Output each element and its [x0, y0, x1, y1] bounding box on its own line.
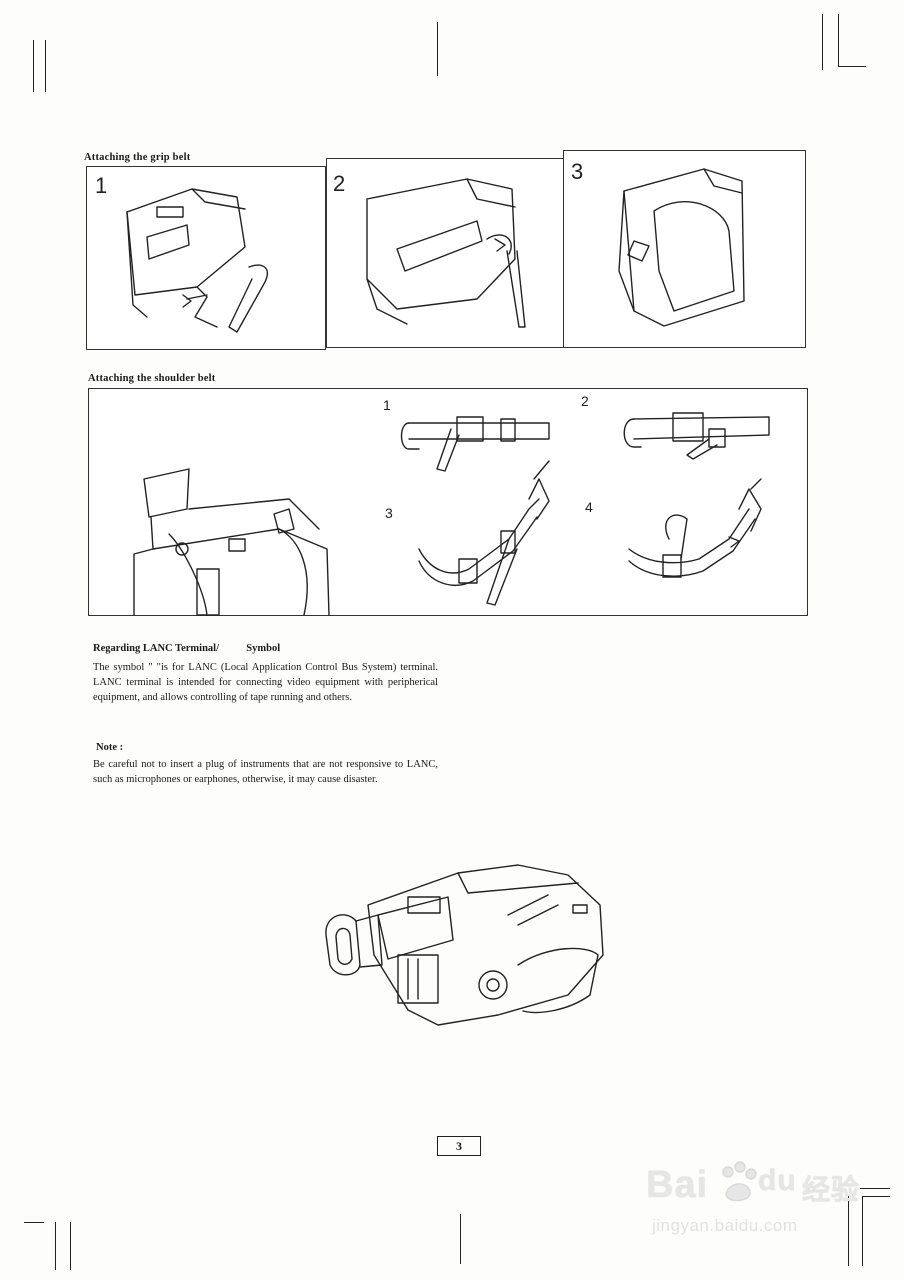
watermark-url: jingyan.baidu.com — [652, 1216, 798, 1235]
shoulder-belt-heading: Attaching the shoulder belt — [88, 373, 216, 384]
crop-mark-bottom-right-h — [860, 1188, 890, 1189]
grip-step-1-illustration — [126, 188, 268, 333]
watermark-brand-right: du — [758, 1164, 797, 1197]
page-number: 3 — [437, 1136, 481, 1156]
crop-mark-bottom-right-v2 — [862, 1196, 863, 1266]
grip-step-2-number: 2 — [333, 171, 346, 196]
crop-mark-bottom-left-h — [24, 1222, 44, 1223]
note-label: Note : — [96, 742, 124, 753]
crop-mark-bottom-right-h2 — [862, 1196, 890, 1197]
shoulder-belt-panel: 1 2 3 4 — [88, 388, 808, 616]
grip-step-3-panel: 3 — [563, 150, 806, 348]
lanc-heading: Regarding LANC Terminal/ Symbol — [93, 643, 280, 654]
grip-step-1-panel: 1 — [86, 166, 326, 350]
paw-icon — [722, 1161, 757, 1202]
watermark-brand-left: Bai — [646, 1164, 709, 1206]
shoulder-step-1-number: 1 — [383, 397, 391, 413]
crop-mark-top-right-v — [822, 14, 823, 70]
lanc-body: The symbol " "is for LANC (Local Applica… — [93, 662, 438, 703]
shoulder-step-2-illustration — [623, 412, 770, 460]
grip-step-3-illustration — [618, 168, 745, 327]
grip-step-2-panel: 2 — [326, 158, 564, 348]
crop-mark-top-left-a — [33, 40, 34, 92]
crop-mark-bottom-right-v — [848, 1196, 849, 1266]
grip-step-1-number: 1 — [95, 173, 108, 198]
lanc-heading-text: Regarding LANC Terminal/ — [93, 643, 220, 654]
grip-belt-heading: Attaching the grip belt — [84, 152, 191, 163]
shoulder-step-3-number: 3 — [385, 505, 393, 521]
grip-step-3-number: 3 — [571, 159, 584, 184]
shoulder-step-2-number: 2 — [581, 393, 589, 409]
shoulder-step-4-illustration — [628, 478, 762, 578]
shoulder-step-1-illustration — [400, 416, 550, 472]
crop-mark-bottom-left-b — [70, 1222, 71, 1270]
lanc-heading-symbol: Symbol — [246, 643, 281, 654]
crop-mark-top-right-h — [838, 66, 866, 67]
camcorder-illustration — [325, 864, 604, 1026]
crop-mark-bottom-left-a — [55, 1222, 56, 1270]
crop-mark-top-center — [437, 22, 438, 76]
shoulder-camera-illustration — [133, 468, 330, 616]
note-body: Be careful not to insert a plug of instr… — [93, 759, 438, 785]
crop-mark-bottom-center — [460, 1214, 461, 1264]
crop-mark-top-left-b — [45, 40, 46, 92]
crop-mark-top-right-v2 — [838, 14, 839, 66]
shoulder-step-3-illustration — [418, 460, 550, 606]
baidu-watermark: Bai du 经验 jingyan.baidu.com — [632, 1160, 862, 1250]
grip-step-2-illustration — [366, 178, 526, 328]
shoulder-step-4-number: 4 — [585, 499, 593, 515]
watermark-brand-cn: 经验 — [802, 1173, 861, 1206]
